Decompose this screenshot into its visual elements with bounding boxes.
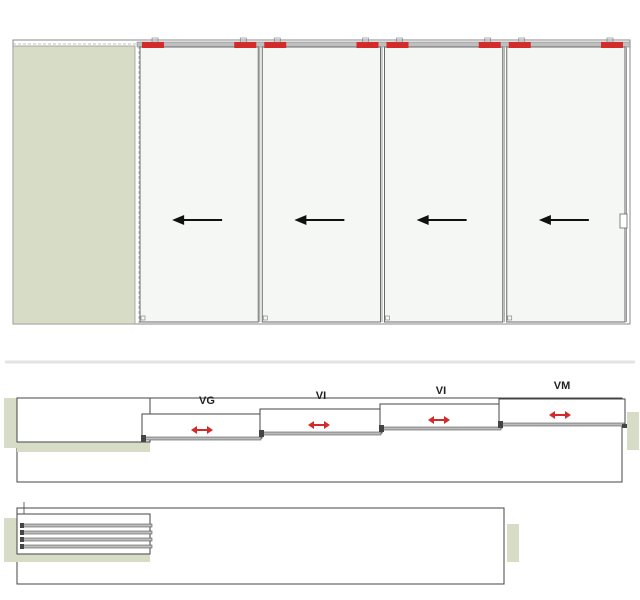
- stacked-leaf: [21, 523, 153, 528]
- plan-panel: VM: [498, 380, 626, 428]
- right-wall-stacked: [507, 524, 519, 562]
- glass-pane: [261, 46, 381, 323]
- slide-direction-arrow: [538, 215, 589, 225]
- leaf-profile: [498, 421, 503, 428]
- track-clip: [508, 42, 531, 48]
- panel-type-label: VI: [316, 390, 326, 402]
- stacked-leaf-profile: [20, 537, 24, 542]
- glass-pane: [506, 46, 626, 323]
- stacked-leaf: [21, 544, 153, 549]
- roller: [606, 37, 614, 43]
- glass-leaf: [499, 422, 625, 427]
- glass-leaf: [142, 436, 262, 441]
- roller: [151, 37, 159, 43]
- double-arrow-icon: [549, 411, 571, 419]
- elevation-view: [12, 37, 631, 325]
- double-arrow-icon: [308, 421, 330, 429]
- track-clip: [356, 42, 379, 48]
- roller: [239, 37, 247, 43]
- track-clip: [478, 42, 501, 48]
- panel-type-label: VM: [554, 380, 571, 392]
- arrow-head: [538, 215, 551, 225]
- double-arrow-icon: [191, 426, 213, 434]
- panel-type-label: VG: [199, 395, 215, 407]
- double-arrow-left-head: [428, 416, 434, 424]
- stacked-leaf: [21, 537, 153, 542]
- glass-pane: [139, 46, 259, 323]
- panel-box: [141, 413, 263, 439]
- bottom-guide: [385, 315, 390, 321]
- slide-direction-arrow: [294, 215, 345, 225]
- plan-view-open: VG VI VI VM: [4, 380, 639, 483]
- double-arrow-right-head: [324, 421, 330, 429]
- glass-leaf: [380, 426, 502, 431]
- double-arrow-left-head: [549, 411, 555, 419]
- slide-direction-arrow: [416, 215, 467, 225]
- arrow-head: [172, 215, 185, 225]
- track-clip: [234, 42, 257, 48]
- roller: [518, 37, 526, 43]
- panel-box: [498, 398, 626, 425]
- roller: [484, 37, 492, 43]
- glass-panel: [506, 37, 627, 323]
- double-arrow-right-head: [444, 416, 450, 424]
- double-arrow-left-head: [191, 426, 197, 434]
- roller: [396, 37, 403, 43]
- bottom-guide: [140, 315, 146, 321]
- plan-panels: VG VI VI VM: [141, 380, 627, 442]
- arrow-head: [416, 215, 429, 225]
- track-clip: [142, 42, 164, 48]
- door-handle: [619, 213, 628, 229]
- stacked-panels: [20, 523, 153, 549]
- double-arrow-right-head: [565, 411, 571, 419]
- plan-view-stacked: [4, 502, 519, 585]
- wall-block: [12, 45, 136, 325]
- glass-leaf: [260, 431, 382, 436]
- track-clip: [264, 42, 287, 48]
- double-arrow-icon: [428, 416, 450, 424]
- stacked-leaf-profile: [20, 544, 24, 549]
- panel-box: [259, 408, 383, 434]
- bottom-guide: [507, 315, 513, 321]
- glass-panel: [261, 37, 383, 323]
- glass-panel: [139, 37, 261, 323]
- slide-direction-arrow: [172, 215, 223, 225]
- panel-type-label: VI: [436, 385, 446, 397]
- leaf-profile: [141, 435, 146, 442]
- arrow-head: [294, 215, 307, 225]
- plan-panel: VI: [379, 385, 503, 432]
- track-clip: [601, 42, 623, 48]
- bottom-guide: [262, 315, 268, 321]
- glass-panel: [384, 37, 505, 323]
- right-wall-plan: [627, 412, 639, 450]
- glass-panels: [139, 37, 627, 323]
- left-wall-stacked: [4, 518, 17, 562]
- plan-panel: VG: [141, 395, 263, 442]
- glass-pane: [384, 46, 504, 323]
- track-clip: [386, 42, 409, 48]
- stacked-leaf-profile: [20, 530, 24, 535]
- roller: [273, 37, 281, 43]
- roller: [362, 37, 369, 43]
- double-arrow-left-head: [308, 421, 314, 429]
- left-wall-bottom-plan: [17, 440, 150, 452]
- left-wall-plan: [4, 398, 17, 448]
- plan-panel: VI: [259, 390, 383, 437]
- panel-box: [379, 403, 503, 429]
- right-stop: [622, 424, 627, 428]
- stacked-leaf: [21, 530, 153, 535]
- stacked-leaf-profile: [20, 523, 24, 528]
- double-arrow-right-head: [207, 426, 213, 434]
- leaf-profile: [259, 430, 264, 437]
- fixed-wall-outline: [16, 397, 151, 443]
- leaf-profile: [379, 425, 384, 432]
- top-rail: [136, 41, 631, 48]
